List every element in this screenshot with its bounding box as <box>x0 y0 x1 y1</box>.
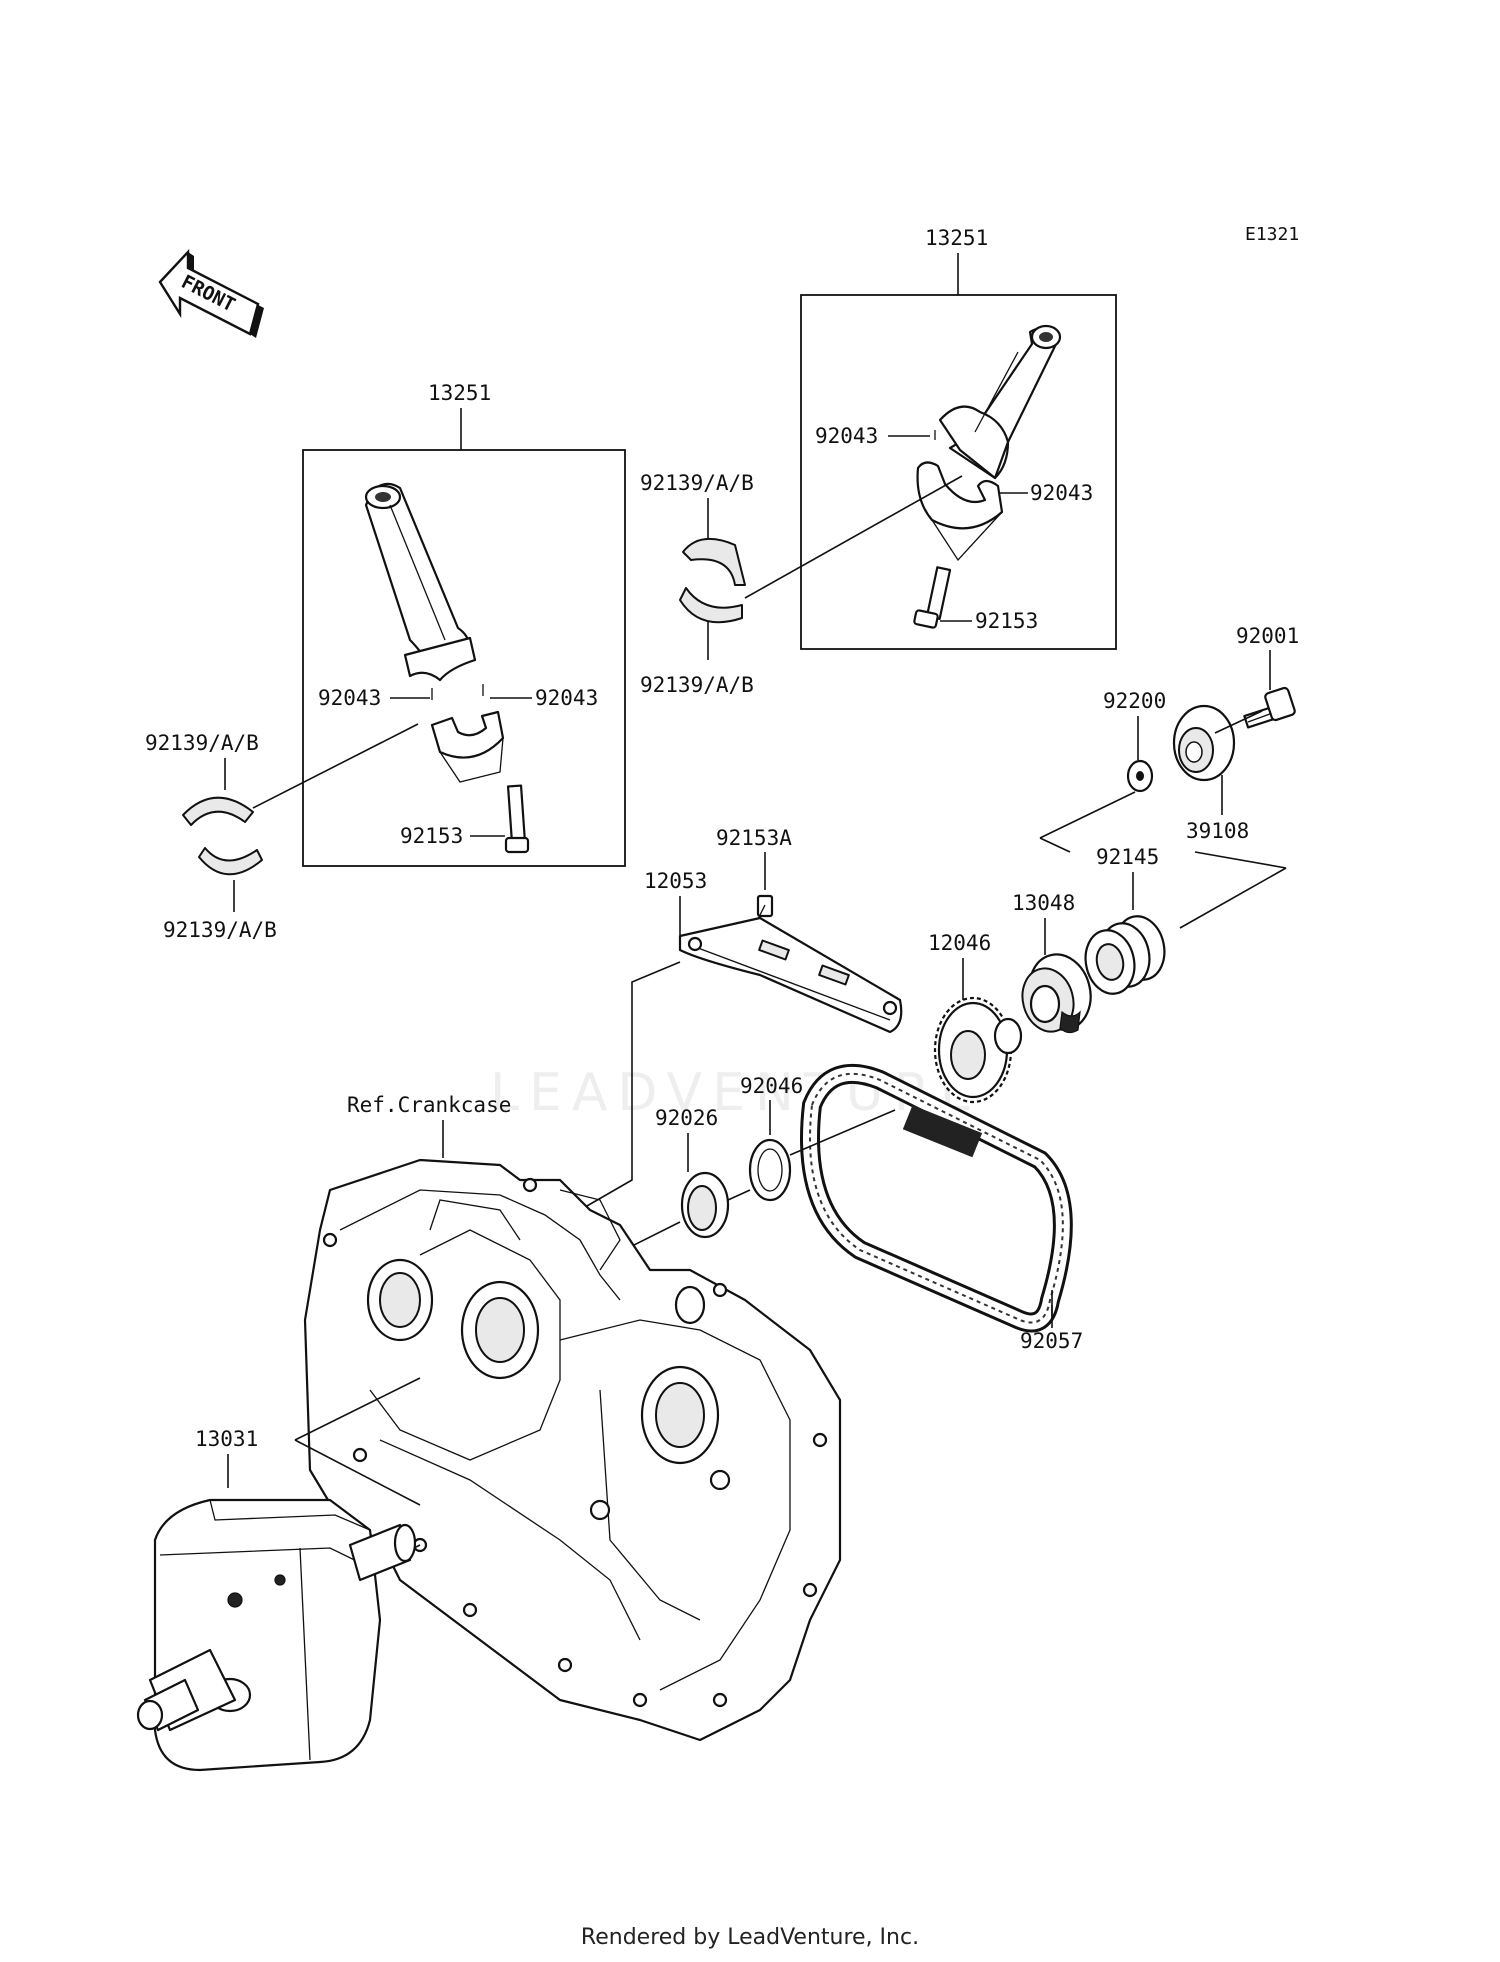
label-92043-left-b: 92043 <box>535 686 598 710</box>
label-13251-left: 13251 <box>428 381 491 405</box>
label-92153-right: 92153 <box>975 609 1038 633</box>
front-arrow-icon: FRONT <box>158 248 264 338</box>
label-92139-right-upper: 92139/A/B <box>640 471 754 495</box>
bearing-shell-right-lower <box>679 587 743 624</box>
crankcase <box>303 1158 842 1742</box>
label-92200: 92200 <box>1103 689 1166 713</box>
label-13031: 13031 <box>195 1427 258 1451</box>
label-92145: 92145 <box>1096 845 1159 869</box>
label-92153-left: 92153 <box>400 824 463 848</box>
bearing-shell-right-upper <box>682 537 746 586</box>
sprocket-12046 <box>933 996 1023 1104</box>
diagram-code: E1321 <box>1245 224 1299 245</box>
label-13251-right: 13251 <box>925 226 988 250</box>
bolt-92001 <box>1243 686 1296 729</box>
rod-cap-left <box>430 710 505 759</box>
label-12053: 12053 <box>644 869 707 893</box>
label-92043-right-b: 92043 <box>1030 481 1093 505</box>
label-12046: 12046 <box>928 931 991 955</box>
label-92026: 92026 <box>655 1106 718 1130</box>
label-92139-left-upper: 92139/A/B <box>145 731 259 755</box>
conrod-assembly-left-box <box>302 449 626 867</box>
label-92139-right-lower: 92139/A/B <box>640 673 754 697</box>
footer-credit: Rendered by LeadVenture, Inc. <box>580 1925 920 1950</box>
chain-guide-12053 <box>678 916 903 1034</box>
connecting-rod-right <box>938 324 1062 480</box>
bearing-shell-left-lower <box>198 847 263 876</box>
label-92043-left-a: 92043 <box>318 686 381 710</box>
label-92046: 92046 <box>740 1074 803 1098</box>
cap-bolt-left <box>504 784 530 854</box>
cover-39108 <box>1172 704 1236 782</box>
label-92139-left-lower: 92139/A/B <box>163 918 277 942</box>
label-92001: 92001 <box>1236 624 1299 648</box>
label-92043-right-a: 92043 <box>815 424 878 448</box>
connecting-rod-left <box>364 482 477 682</box>
rod-cap-right <box>916 461 1004 530</box>
bolt-92153A <box>754 894 774 926</box>
cap-bolt-right <box>913 566 952 629</box>
label-ref-crankcase: Ref.Crankcase <box>347 1093 511 1117</box>
bearing-shell-left-upper <box>182 796 254 826</box>
sprocket-13048 <box>1021 953 1092 1034</box>
crankshaft-13031 <box>136 1498 417 1772</box>
spring-92145 <box>1084 915 1166 995</box>
conrod-assembly-right-box <box>800 294 1117 650</box>
label-39108: 39108 <box>1186 819 1249 843</box>
seal-92026 <box>680 1171 730 1239</box>
label-92153A: 92153A <box>716 826 792 850</box>
ring-92046 <box>748 1138 792 1202</box>
chain-92057 <box>800 1063 1073 1333</box>
label-92057: 92057 <box>1020 1329 1083 1353</box>
label-13048: 13048 <box>1012 891 1075 915</box>
